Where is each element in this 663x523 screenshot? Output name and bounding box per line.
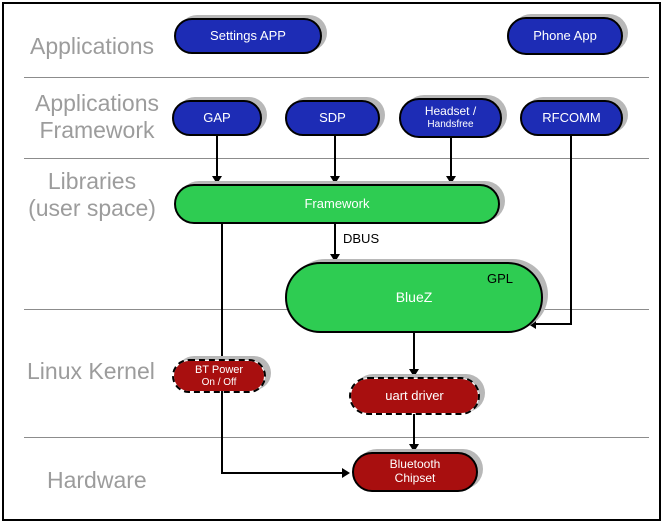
layer-label-app-framework: Applications Framework bbox=[17, 90, 177, 144]
node-bluetooth-chipset-label-line1: Bluetooth bbox=[389, 457, 441, 472]
layer-label-linux-kernel: Linux Kernel bbox=[27, 358, 155, 384]
arrowhead-rfcomm-bluez bbox=[528, 319, 536, 329]
node-settings-app-label: Settings APP bbox=[210, 27, 286, 43]
divider-app-framework bbox=[24, 158, 649, 159]
node-bt-power: BT Power On / Off bbox=[172, 359, 266, 393]
layer-label-hardware: Hardware bbox=[47, 467, 147, 493]
divider-kernel bbox=[24, 437, 649, 438]
node-headset-label-line1: Headset / bbox=[424, 104, 477, 119]
edge-gap-framework bbox=[216, 135, 218, 176]
node-gap-label: GAP bbox=[203, 109, 231, 125]
layer-label-libraries-line1: Libraries bbox=[47, 168, 137, 194]
edge-sdp-framework bbox=[334, 135, 336, 176]
edge-framework-chipset-vertical bbox=[221, 223, 223, 474]
node-settings-app: Settings APP bbox=[174, 18, 322, 54]
node-rfcomm-label: RFCOMM bbox=[542, 109, 601, 125]
edge-bluez-uart bbox=[413, 332, 415, 369]
arrowhead-headset-framework bbox=[446, 176, 456, 184]
edge-label-dbus: DBUS bbox=[343, 231, 380, 246]
node-headset-handsfree: Headset / Handsfree bbox=[399, 98, 502, 138]
edge-rfcomm-horizontal bbox=[536, 323, 572, 325]
node-headset-label-line2: Handsfree bbox=[427, 119, 474, 131]
layer-label-app-framework-line2: Framework bbox=[39, 117, 155, 143]
arrowhead-framework-bluez bbox=[330, 254, 340, 262]
node-phone-app-label: Phone App bbox=[533, 27, 597, 43]
divider-applications bbox=[24, 77, 649, 78]
arrowhead-framework-chipset bbox=[342, 468, 350, 478]
layer-label-app-framework-line1: Applications bbox=[34, 90, 160, 116]
layer-label-applications: Applications bbox=[30, 33, 155, 59]
arrowhead-bluez-uart bbox=[409, 369, 419, 377]
node-gap: GAP bbox=[172, 100, 262, 136]
node-framework-label: Framework bbox=[304, 195, 370, 211]
node-uart-driver-label: uart driver bbox=[385, 387, 444, 403]
edge-uart-chipset bbox=[413, 414, 415, 444]
arrowhead-sdp-framework bbox=[330, 176, 340, 184]
node-uart-driver: uart driver bbox=[349, 377, 480, 415]
gpl-badge: GPL bbox=[486, 271, 513, 286]
node-bluetooth-chipset: Bluetooth Chipset bbox=[352, 452, 478, 492]
edge-framework-bluez bbox=[334, 223, 336, 254]
node-rfcomm: RFCOMM bbox=[520, 100, 623, 136]
edge-framework-chipset-horizontal bbox=[221, 472, 342, 474]
layer-label-libraries: Libraries (user space) bbox=[7, 168, 177, 222]
edge-headset-framework bbox=[450, 137, 452, 176]
layer-label-libraries-line2: (user space) bbox=[28, 195, 156, 221]
node-bluez: GPL BlueZ bbox=[285, 262, 543, 333]
edge-rfcomm-vertical bbox=[570, 135, 572, 325]
node-sdp-label: SDP bbox=[319, 109, 346, 125]
node-bluetooth-chipset-label-line2: Chipset bbox=[394, 471, 436, 485]
node-sdp: SDP bbox=[285, 100, 380, 136]
node-bluez-label: BlueZ bbox=[395, 289, 433, 306]
node-framework: Framework bbox=[174, 184, 500, 224]
node-phone-app: Phone App bbox=[507, 17, 623, 55]
node-bt-power-label-line1: BT Power bbox=[194, 363, 244, 376]
arrowhead-gap-framework bbox=[212, 176, 222, 184]
node-bt-power-label-line2: On / Off bbox=[201, 376, 237, 388]
arrowhead-uart-chipset bbox=[409, 444, 419, 452]
